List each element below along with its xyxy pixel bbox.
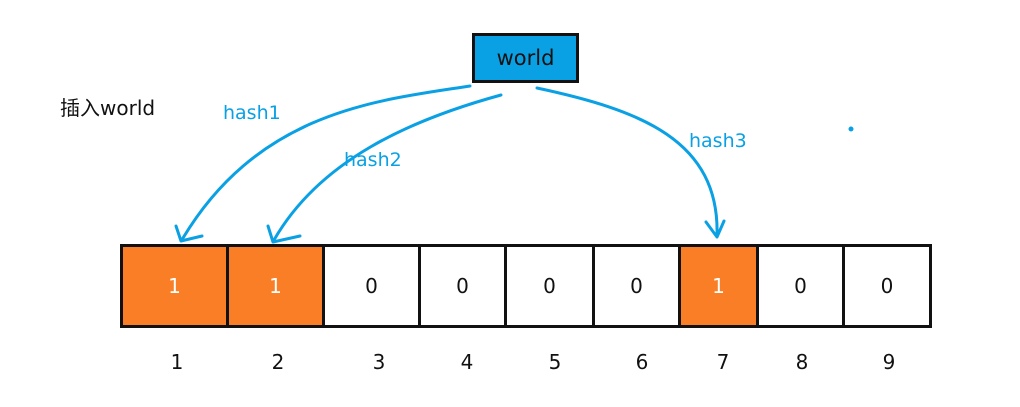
bit-value: 0 <box>630 274 643 298</box>
position-label: 6 <box>635 350 649 374</box>
bit-value: 0 <box>365 274 378 298</box>
bit-value: 1 <box>168 274 181 298</box>
position-label: 5 <box>548 350 562 374</box>
position-label: 3 <box>372 350 386 374</box>
bit-cell: 0 <box>325 247 421 325</box>
bit-value: 0 <box>543 274 556 298</box>
bit-value: 0 <box>794 274 807 298</box>
position-label: 7 <box>716 350 730 374</box>
position-label: 1 <box>170 350 184 374</box>
input-word-box: world <box>472 33 579 83</box>
bit-array: 1 1 0 0 0 0 1 0 0 <box>120 244 932 328</box>
hash1-arrow <box>181 84 472 240</box>
bit-cell: 0 <box>845 247 929 325</box>
bit-value: 0 <box>456 274 469 298</box>
stray-dot <box>848 126 854 132</box>
position-label: 4 <box>460 350 474 374</box>
bit-cell: 1 <box>123 247 229 325</box>
hash2-arrowhead <box>266 224 302 244</box>
bit-cell: 0 <box>759 247 845 325</box>
hash3-label: hash3 <box>689 130 747 152</box>
bit-cell: 0 <box>507 247 595 325</box>
hash2-label: hash2 <box>344 149 402 171</box>
bit-cell: 0 <box>421 247 507 325</box>
bit-value: 1 <box>269 274 282 298</box>
hash3-arrowhead <box>704 219 726 239</box>
bit-cell: 1 <box>229 247 325 325</box>
hash3-arrow <box>535 86 719 238</box>
position-labels: 1 2 3 4 5 6 7 8 9 <box>0 350 1020 380</box>
hash1-arrowhead <box>174 224 204 243</box>
bit-value: 1 <box>712 274 725 298</box>
bit-cell: 0 <box>595 247 681 325</box>
bit-value: 0 <box>880 274 894 298</box>
position-label: 8 <box>795 350 809 374</box>
bit-cell: 1 <box>681 247 759 325</box>
hash2-arrow <box>272 93 503 242</box>
position-label: 9 <box>882 350 896 374</box>
caption: 插入world <box>60 96 156 120</box>
hash1-label: hash1 <box>223 102 281 124</box>
position-label: 2 <box>271 350 285 374</box>
